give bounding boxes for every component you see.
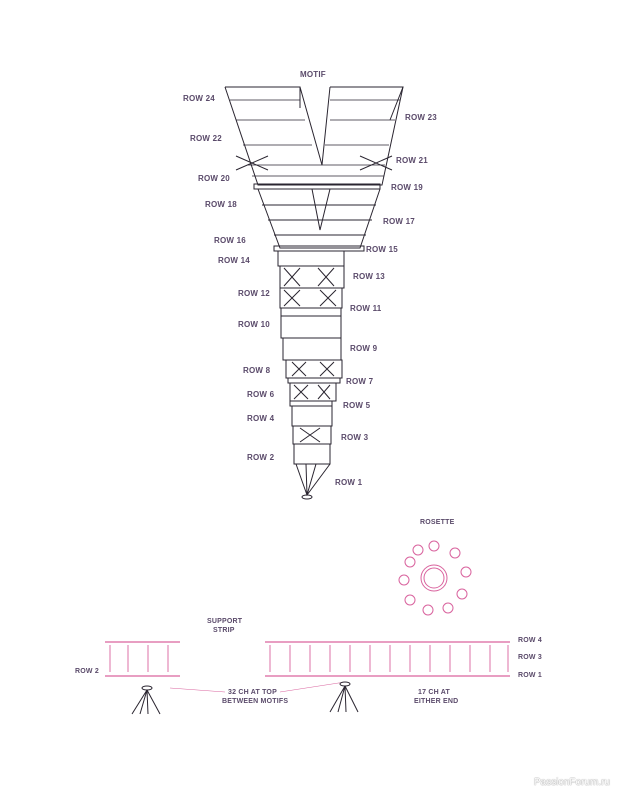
row-label: ROW 22	[190, 134, 222, 143]
row-label: ROW 16	[214, 236, 246, 245]
note-between-line1: 32 CH AT TOP	[228, 689, 277, 696]
note-end-line1: 17 CH AT	[418, 689, 450, 696]
row-label: ROW 20	[198, 174, 230, 183]
motif-title: MOTIF	[300, 70, 326, 79]
rosette-chart	[398, 540, 472, 616]
support-strip-title-line2: STRIP	[213, 627, 235, 634]
row-label: ROW 7	[346, 377, 374, 386]
row-label: ROW 4	[247, 414, 275, 423]
motif-chart	[224, 86, 404, 500]
row-label: ROW 10	[238, 320, 270, 329]
watermark: PassionForum.ru	[533, 777, 610, 788]
row-label: ROW 13	[353, 272, 385, 281]
support-strip-title-line1: SUPPORT	[207, 618, 243, 625]
row-label: ROW 17	[383, 217, 415, 226]
strip-motif-joins	[131, 681, 359, 715]
rosette-title: ROSETTE	[420, 519, 455, 526]
note-between-line2: BETWEEN MOTIFS	[222, 698, 289, 705]
row-label: ROW 18	[205, 200, 237, 209]
row-label: ROW 19	[391, 183, 423, 192]
strip-left-row-label: ROW 2	[75, 668, 99, 675]
row-label: ROW 21	[396, 156, 428, 165]
row-label: ROW 11	[350, 304, 382, 313]
row-label: ROW 5	[343, 401, 371, 410]
row-label: ROW 9	[350, 344, 378, 353]
strip-row1-label: ROW 1	[518, 672, 542, 679]
strip-row4-label: ROW 4	[518, 637, 542, 644]
row-label: ROW 8	[243, 366, 271, 375]
row-label: ROW 2	[247, 453, 275, 462]
row-label: ROW 12	[238, 289, 270, 298]
strip-row3-label: ROW 3	[518, 654, 542, 661]
row-label: ROW 3	[341, 433, 369, 442]
row-label: ROW 15	[366, 245, 398, 254]
row-label: ROW 24	[183, 94, 215, 103]
row-label: ROW 1	[335, 478, 363, 487]
note-end-line2: EITHER END	[414, 698, 459, 705]
row-label: ROW 6	[247, 390, 275, 399]
row-label: ROW 23	[405, 113, 437, 122]
row-label: ROW 14	[218, 256, 250, 265]
support-strip-chart	[105, 641, 510, 693]
